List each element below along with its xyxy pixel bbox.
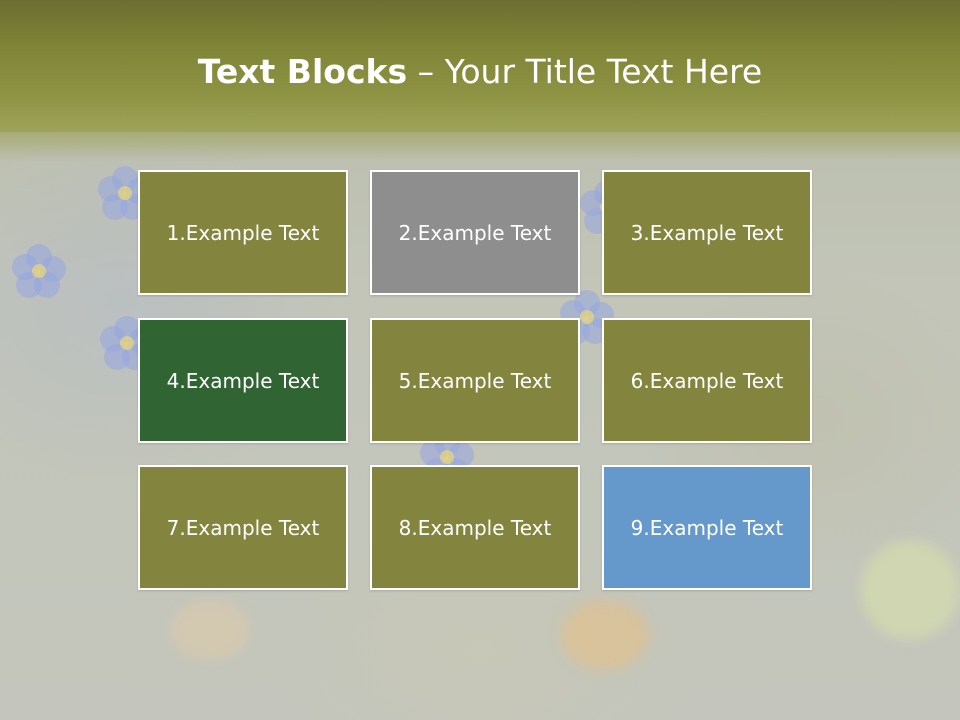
text-block-1[interactable]: 1.Example Text [138,170,348,295]
title-dash: – [407,52,445,91]
text-block-2[interactable]: 2.Example Text [370,170,580,295]
bokeh-decoration [560,600,650,670]
text-block-5[interactable]: 5.Example Text [370,318,580,443]
text-block-8[interactable]: 8.Example Text [370,465,580,590]
bokeh-decoration [860,540,960,640]
bokeh-decoration [170,600,250,660]
text-block-7[interactable]: 7.Example Text [138,465,348,590]
text-block-grid: 1.Example Text 2.Example Text 3.Example … [138,170,816,594]
text-block-3[interactable]: 3.Example Text [602,170,812,295]
text-block-4[interactable]: 4.Example Text [138,318,348,443]
text-block-9[interactable]: 9.Example Text [602,465,812,590]
slide-title: Text Blocks – Your Title Text Here [0,52,960,91]
header-fade [0,132,960,162]
flower-decoration [12,244,66,298]
title-bold-part: Text Blocks [197,52,408,91]
header-band [0,0,960,132]
text-block-6[interactable]: 6.Example Text [602,318,812,443]
title-rest: Your Title Text Here [444,52,763,91]
